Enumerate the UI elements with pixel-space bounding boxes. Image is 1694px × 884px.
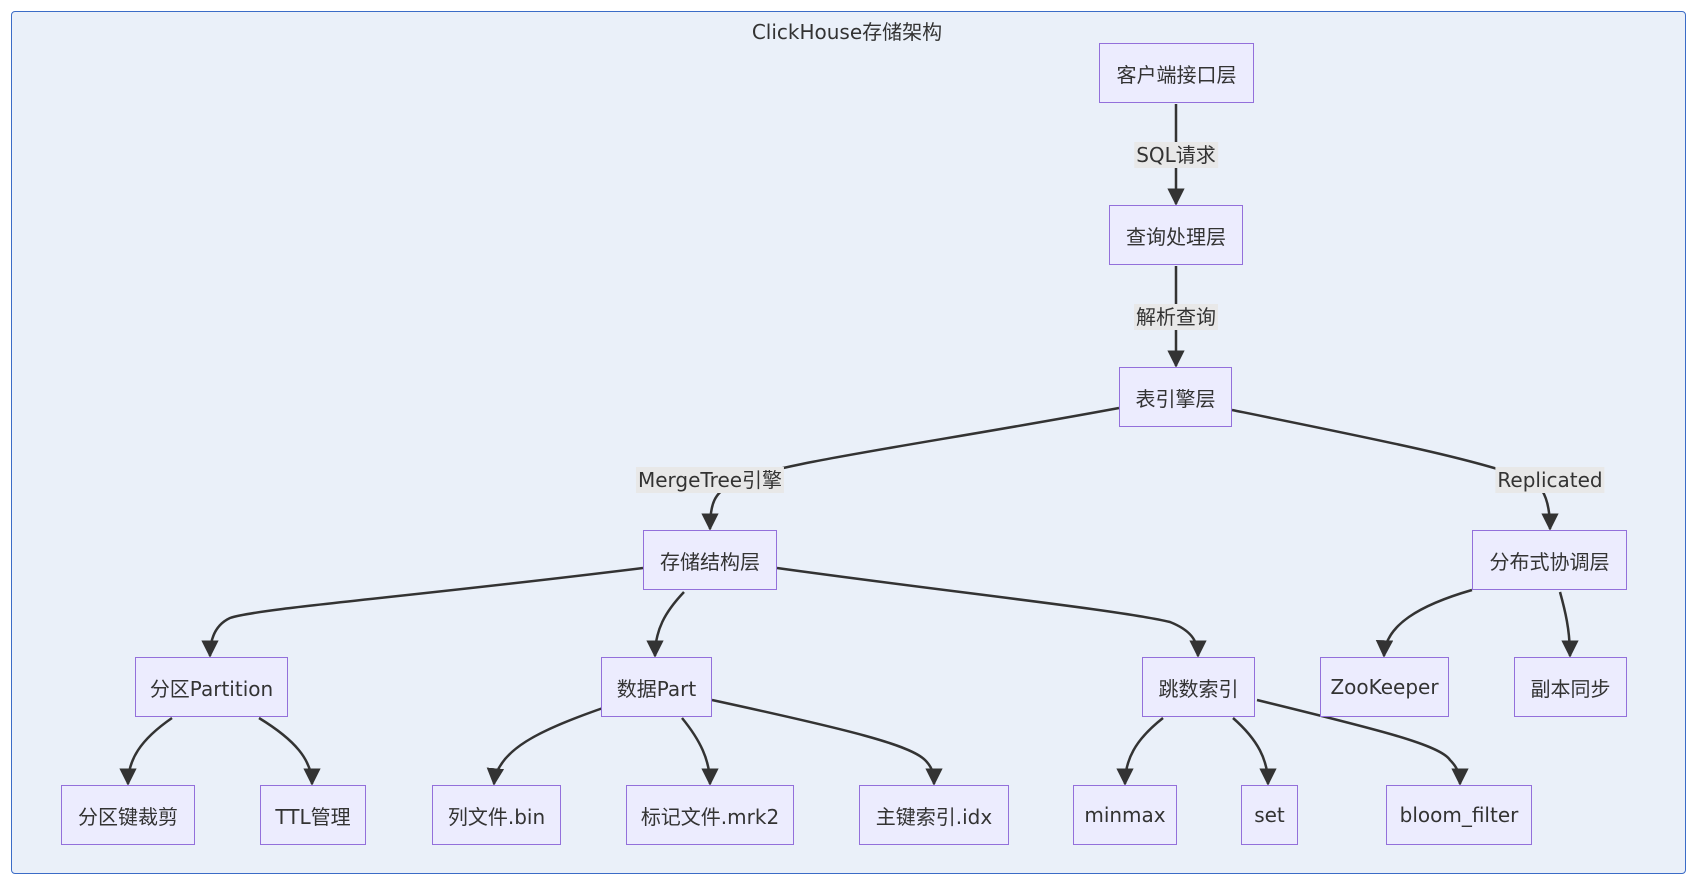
edge-label-replicated: Replicated xyxy=(1495,467,1605,493)
node-ttl: TTL管理 xyxy=(260,785,366,845)
edge-part-bin xyxy=(486,706,604,786)
edge-label-sql: SQL请求 xyxy=(1134,142,1218,168)
node-replica: 副本同步 xyxy=(1514,657,1627,717)
diagram-title: ClickHouse存储架构 xyxy=(751,20,943,44)
node-storage: 存储结构层 xyxy=(643,530,777,590)
edge-partition-prune xyxy=(119,716,173,786)
node-set: set xyxy=(1241,785,1298,845)
node-engine: 表引擎层 xyxy=(1119,367,1232,427)
edge-dist-zk xyxy=(1375,588,1473,658)
edge-dist-replica xyxy=(1558,591,1579,658)
node-part: 数据Part xyxy=(601,657,712,717)
edge-part-idx xyxy=(711,698,943,786)
node-mrk: 标记文件.mrk2 xyxy=(626,785,794,845)
edge-part-mrk xyxy=(681,717,719,786)
edge-storage-part xyxy=(646,591,685,658)
node-client: 客户端接口层 xyxy=(1099,43,1254,103)
node-query: 查询处理层 xyxy=(1109,205,1243,265)
edge-partition-ttl xyxy=(258,716,321,786)
edge-storage-skip xyxy=(776,566,1207,658)
edge-skip-set xyxy=(1232,717,1277,786)
node-minmax: minmax xyxy=(1073,785,1177,845)
node-prune: 分区键裁剪 xyxy=(61,785,195,845)
node-bin: 列文件.bin xyxy=(432,785,561,845)
edge-skip-bloom xyxy=(1256,698,1469,786)
node-zookeeper: ZooKeeper xyxy=(1320,657,1449,717)
node-partition: 分区Partition xyxy=(135,657,288,717)
edge-label-parse: 解析查询 xyxy=(1134,304,1218,330)
node-dist: 分布式协调层 xyxy=(1472,530,1627,590)
edge-label-mergetree: MergeTree引擎 xyxy=(635,467,785,493)
edge-skip-minmax xyxy=(1116,717,1164,786)
node-bloom: bloom_filter xyxy=(1386,785,1532,845)
node-idx: 主键索引.idx xyxy=(859,785,1009,845)
node-skip: 跳数索引 xyxy=(1142,657,1255,717)
edge-storage-partition xyxy=(201,566,644,658)
edge-engine-dist xyxy=(1231,408,1559,531)
